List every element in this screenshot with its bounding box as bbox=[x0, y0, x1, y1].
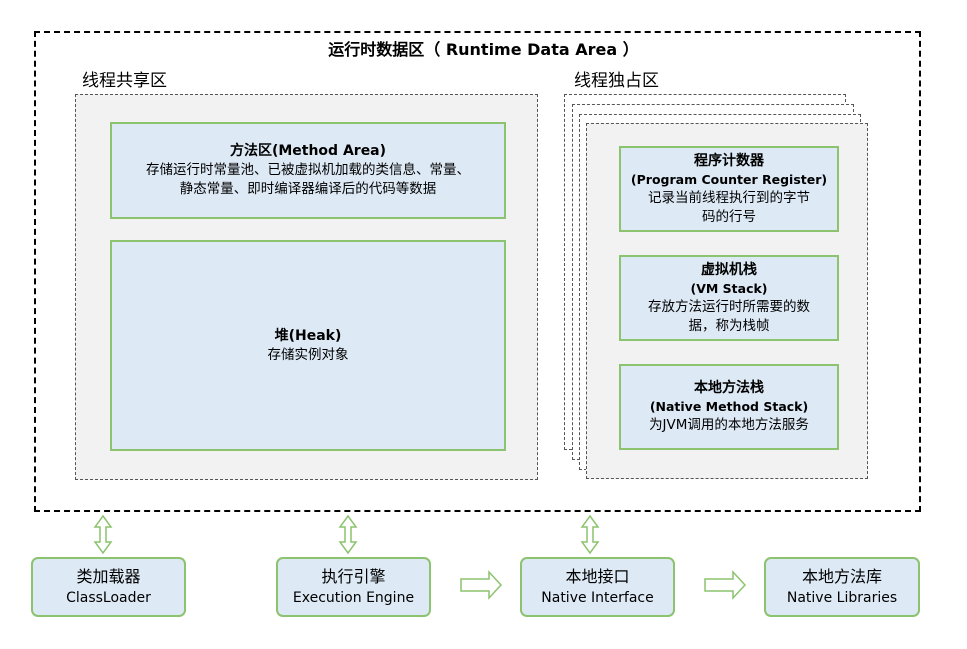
execution-engine-zh: 执行引擎 bbox=[321, 567, 386, 586]
native-method-stack-desc: 为JVM调用的本地方法服务 bbox=[649, 417, 809, 433]
runtime-data-area-title: 运行时数据区（ Runtime Data Area ） bbox=[328, 40, 639, 59]
pc-register-desc-line1: 记录当前线程执行到的字节 bbox=[648, 189, 810, 206]
method-area-desc-line2: 静态常量、即时编译器编译后的代码等数据 bbox=[179, 181, 437, 197]
runtime-data-area-frame bbox=[34, 31, 921, 512]
method-area-title: 方法区(Method Area) bbox=[229, 143, 387, 159]
classloader-box: 类加载器 ClassLoader bbox=[31, 557, 186, 617]
classloader-double-arrow bbox=[93, 514, 113, 555]
native-method-stack-box: 本地方法栈 (Native Method Stack) 为JVM调用的本地方法服… bbox=[619, 364, 839, 450]
method-area-box: 方法区(Method Area) 存储运行时常量池、已被虚拟机加载的类信息、常量… bbox=[110, 122, 506, 219]
native-interface-box: 本地接口 Native Interface bbox=[520, 557, 675, 617]
execution-engine-double-arrow bbox=[338, 514, 358, 555]
heap-title: 堆(Heak) bbox=[274, 327, 342, 344]
vm-stack-desc-line1: 存放方法运行时所需要的数 bbox=[648, 298, 810, 315]
vm-stack-subtitle: (VM Stack) bbox=[690, 280, 768, 296]
native-interface-en: Native Interface bbox=[541, 590, 654, 606]
classloader-en: ClassLoader bbox=[66, 590, 151, 606]
native-interface-zh: 本地接口 bbox=[565, 567, 630, 586]
execution-engine-en: Execution Engine bbox=[292, 590, 415, 606]
method-area-desc-line1: 存储运行时常量池、已被虚拟机加载的类信息、常量、 bbox=[146, 162, 470, 178]
vm-stack-desc-line2: 据，称为栈帧 bbox=[688, 317, 770, 334]
shared-area-label: 线程共享区 bbox=[82, 71, 167, 91]
native-interface-double-arrow bbox=[580, 514, 600, 555]
pc-register-subtitle: (Program Counter Register) bbox=[630, 171, 828, 187]
vm-stack-title: 虚拟机栈 bbox=[701, 261, 757, 278]
execution-engine-box: 执行引擎 Execution Engine bbox=[276, 557, 431, 617]
vm-stack-box: 虚拟机栈 (VM Stack) 存放方法运行时所需要的数 据，称为栈帧 bbox=[619, 255, 839, 341]
pc-register-box: 程序计数器 (Program Counter Register) 记录当前线程执… bbox=[619, 146, 839, 232]
engine-to-interface-arrow bbox=[460, 570, 503, 600]
exclusive-area-label: 线程独占区 bbox=[574, 71, 659, 91]
native-libraries-zh: 本地方法库 bbox=[801, 567, 882, 586]
pc-register-desc-line2: 码的行号 bbox=[702, 208, 756, 225]
pc-register-title: 程序计数器 bbox=[694, 152, 764, 169]
native-libraries-en: Native Libraries bbox=[786, 590, 898, 606]
heap-desc: 存储实例对象 bbox=[267, 346, 349, 363]
native-method-stack-subtitle: (Native Method Stack) bbox=[649, 399, 809, 414]
heap-box: 堆(Heak) 存储实例对象 bbox=[110, 240, 506, 451]
native-libraries-box: 本地方法库 Native Libraries bbox=[764, 557, 920, 617]
interface-to-libraries-arrow bbox=[704, 570, 747, 600]
classloader-zh: 类加载器 bbox=[76, 567, 141, 586]
native-method-stack-title: 本地方法栈 bbox=[694, 380, 764, 396]
